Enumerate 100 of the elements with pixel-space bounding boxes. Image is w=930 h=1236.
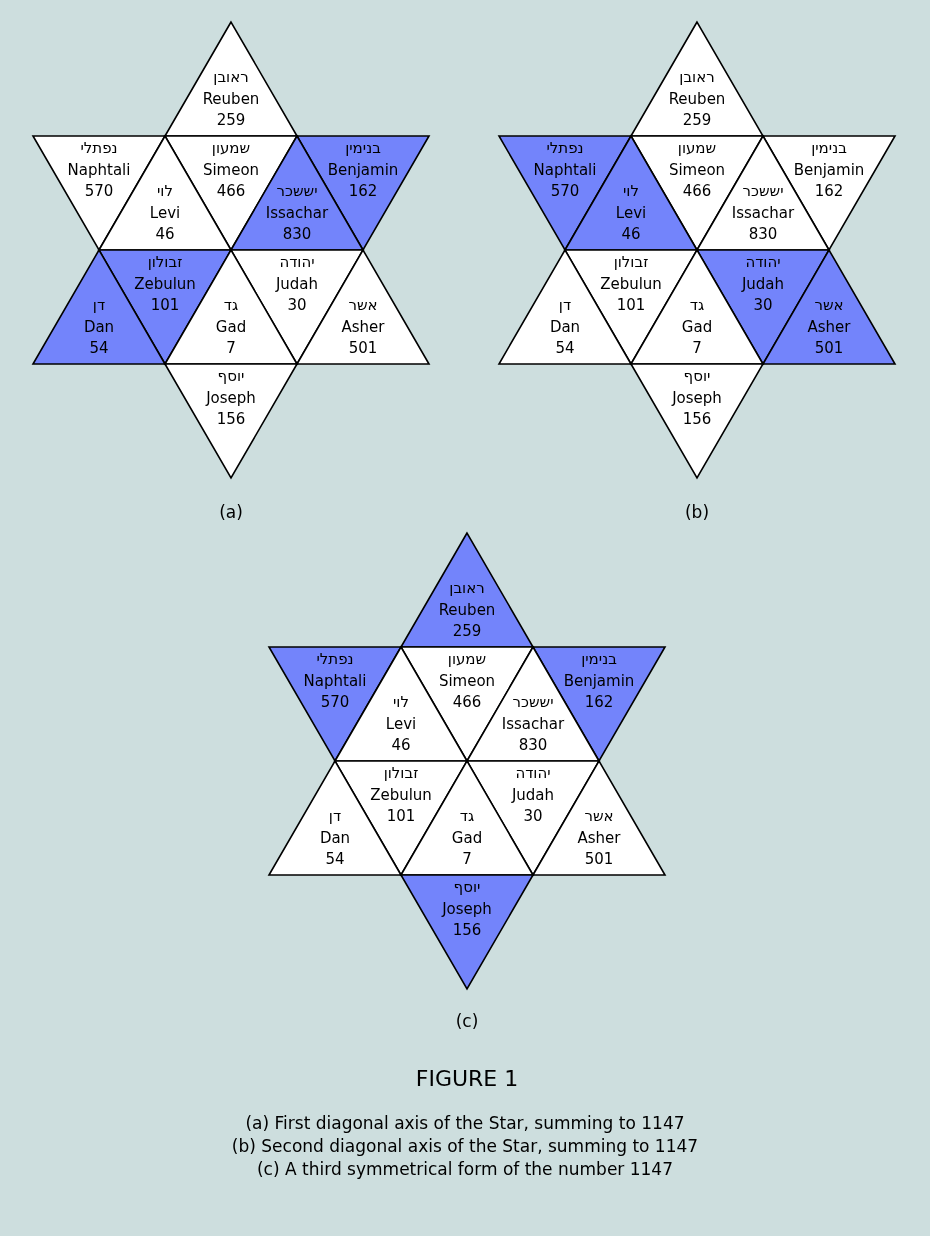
hebrew-name: יהודה <box>515 763 551 784</box>
tribe-name: Simeon <box>202 159 260 181</box>
figure-title: FIGURE 1 <box>415 1066 519 1091</box>
tribe-name: Judah <box>275 273 319 295</box>
star-triangle <box>401 875 533 989</box>
tribe-name: Gad <box>215 316 247 338</box>
hebrew-name: בנימין <box>345 138 381 159</box>
hebrew-name: זבולון <box>383 763 419 784</box>
tribe-name: Zebulun <box>600 273 662 295</box>
tribe-name: Levi <box>385 713 417 735</box>
star-triangle <box>401 533 533 647</box>
number-value: 30 <box>287 295 307 316</box>
hebrew-name: נפתלי <box>80 138 118 159</box>
number-value: 466 <box>682 181 712 202</box>
tribe-name: Asher <box>807 316 851 338</box>
star-triangle <box>165 364 297 478</box>
number-value: 46 <box>155 224 175 245</box>
tribe-name: Joseph <box>672 387 722 409</box>
hebrew-name: נפתלי <box>546 138 584 159</box>
tribe-name: Benjamin <box>793 159 865 181</box>
caption-line: (a) First diagonal axis of the Star, summing to 1147 <box>245 1113 685 1133</box>
tribe-name: Zebulun <box>134 273 196 295</box>
tribe-name: Simeon <box>438 670 496 692</box>
number-value: 830 <box>748 224 778 245</box>
hebrew-name: אשר <box>814 295 844 316</box>
number-value: 162 <box>584 692 614 713</box>
panel-label: (b) <box>684 502 710 522</box>
hebrew-name: בנימין <box>811 138 847 159</box>
tribe-name: Naphtali <box>533 159 597 181</box>
tribe-name: Benjamin <box>563 670 635 692</box>
hebrew-name: זבולון <box>147 252 183 273</box>
hebrew-name: לוי <box>157 181 173 202</box>
number-value: 501 <box>814 338 844 359</box>
hebrew-name: זבולון <box>613 252 649 273</box>
tribe-name: Issachar <box>501 713 565 735</box>
hebrew-name: ראובן <box>449 578 485 599</box>
hebrew-name: דן <box>558 295 572 316</box>
number-value: 830 <box>282 224 312 245</box>
number-value: 259 <box>452 621 482 642</box>
tribe-name: Issachar <box>265 202 329 224</box>
tribe-name: Gad <box>451 827 483 849</box>
number-value: 570 <box>550 181 580 202</box>
tribe-name: Reuben <box>438 599 496 621</box>
number-value: 570 <box>320 692 350 713</box>
star-triangle <box>631 22 763 136</box>
tribe-name: Joseph <box>206 387 256 409</box>
hebrew-name: דן <box>92 295 106 316</box>
tribe-name: Gad <box>681 316 713 338</box>
tribe-name: Benjamin <box>327 159 399 181</box>
number-value: 830 <box>518 735 548 756</box>
hebrew-name: יוסף <box>453 877 481 898</box>
tribe-name: Asher <box>577 827 621 849</box>
caption-line: (b) Second diagonal axis of the Star, summing to 1147 <box>231 1136 699 1156</box>
number-value: 156 <box>682 409 712 430</box>
hebrew-name: ראובן <box>213 67 249 88</box>
tribe-name: Joseph <box>442 898 492 920</box>
hebrew-name: יוסף <box>683 366 711 387</box>
tribe-name: Levi <box>149 202 181 224</box>
number-value: 7 <box>462 849 472 870</box>
hebrew-name: בנימין <box>581 649 617 670</box>
number-value: 501 <box>348 338 378 359</box>
number-value: 46 <box>621 224 641 245</box>
tribe-name: Naphtali <box>303 670 367 692</box>
tribe-name: Judah <box>511 784 555 806</box>
number-value: 101 <box>150 295 180 316</box>
hebrew-name: נפתלי <box>316 649 354 670</box>
number-value: 156 <box>216 409 246 430</box>
number-value: 30 <box>523 806 543 827</box>
hebrew-name: יששכר <box>512 692 554 713</box>
hebrew-name: אשר <box>348 295 378 316</box>
number-value: 101 <box>386 806 416 827</box>
panel-label: (c) <box>455 1011 479 1031</box>
hebrew-name: גד <box>689 295 705 316</box>
star-triangle <box>165 22 297 136</box>
star-triangle <box>631 364 763 478</box>
number-value: 54 <box>325 849 345 870</box>
tribe-name: Issachar <box>731 202 795 224</box>
hebrew-name: יוסף <box>217 366 245 387</box>
number-value: 466 <box>452 692 482 713</box>
hebrew-name: אשר <box>584 806 614 827</box>
number-value: 162 <box>814 181 844 202</box>
tribe-name: Asher <box>341 316 385 338</box>
tribe-name: Naphtali <box>67 159 131 181</box>
tribe-name: Reuben <box>668 88 726 110</box>
tribe-name: Dan <box>319 827 351 849</box>
number-value: 46 <box>391 735 411 756</box>
hebrew-name: שמעון <box>447 649 487 670</box>
tribe-name: Levi <box>615 202 647 224</box>
hebrew-name: ראובן <box>679 67 715 88</box>
hebrew-name: שמעון <box>211 138 251 159</box>
hebrew-name: יששכר <box>276 181 318 202</box>
number-value: 30 <box>753 295 773 316</box>
hebrew-name: דן <box>328 806 342 827</box>
number-value: 570 <box>84 181 114 202</box>
hebrew-name: גד <box>459 806 475 827</box>
tribe-name: Dan <box>83 316 115 338</box>
number-value: 54 <box>89 338 109 359</box>
tribe-name: Zebulun <box>370 784 432 806</box>
number-value: 7 <box>692 338 702 359</box>
number-value: 156 <box>452 920 482 941</box>
